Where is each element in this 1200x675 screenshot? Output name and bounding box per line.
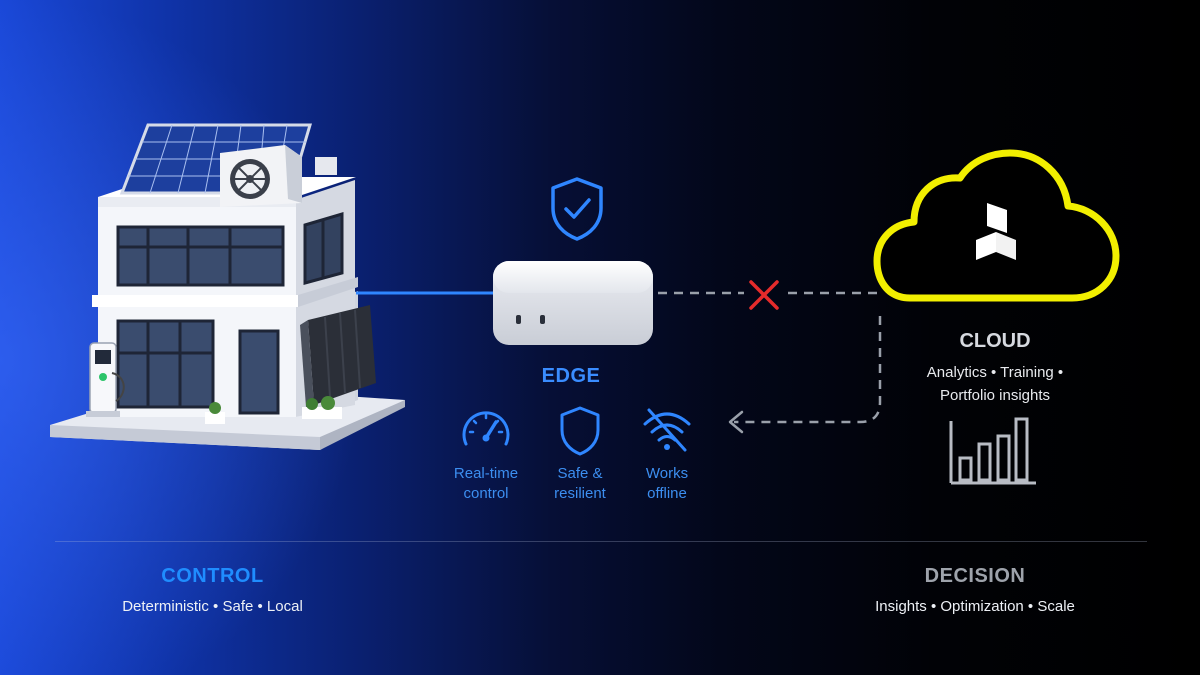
cloud-icon bbox=[873, 149, 1120, 302]
link-edge-cloud-blocked bbox=[658, 291, 882, 295]
edge-device bbox=[493, 261, 653, 345]
feature-caption: Safe & resilient bbox=[554, 465, 606, 502]
return-dashed-arrow bbox=[728, 316, 882, 434]
edge-label: EDGE bbox=[541, 365, 601, 387]
feature-safe-resilient: Safe & resilient bbox=[535, 402, 625, 504]
feature-caption: Real-time control bbox=[453, 465, 519, 502]
cloud-description: Analytics • Training • Portfolio insight… bbox=[926, 364, 1064, 404]
section-divider bbox=[55, 541, 1147, 542]
shield-icon bbox=[560, 406, 600, 456]
brand-logo bbox=[976, 203, 1016, 260]
ac-unit bbox=[220, 145, 302, 207]
shield-check-icon bbox=[551, 177, 603, 241]
control-subtitle: Deterministic • Safe • Local bbox=[122, 598, 303, 615]
feature-caption: Works offline bbox=[645, 465, 689, 502]
speedometer-icon bbox=[462, 411, 510, 446]
bar-chart-icon bbox=[949, 417, 1036, 485]
wifi-off-icon bbox=[643, 408, 691, 452]
control-title: CONTROL bbox=[161, 565, 264, 587]
cloud-title: CLOUD bbox=[959, 330, 1031, 352]
decision-subtitle: Insights • Optimization • Scale bbox=[875, 598, 1075, 615]
feature-works-offline: Works offline bbox=[622, 402, 712, 504]
link-building-edge bbox=[356, 291, 496, 295]
blocked-x-icon bbox=[749, 280, 779, 310]
feature-real-time-control: Real-time control bbox=[441, 402, 531, 504]
decision-title: DECISION bbox=[924, 565, 1026, 587]
building-illustration bbox=[50, 123, 405, 450]
